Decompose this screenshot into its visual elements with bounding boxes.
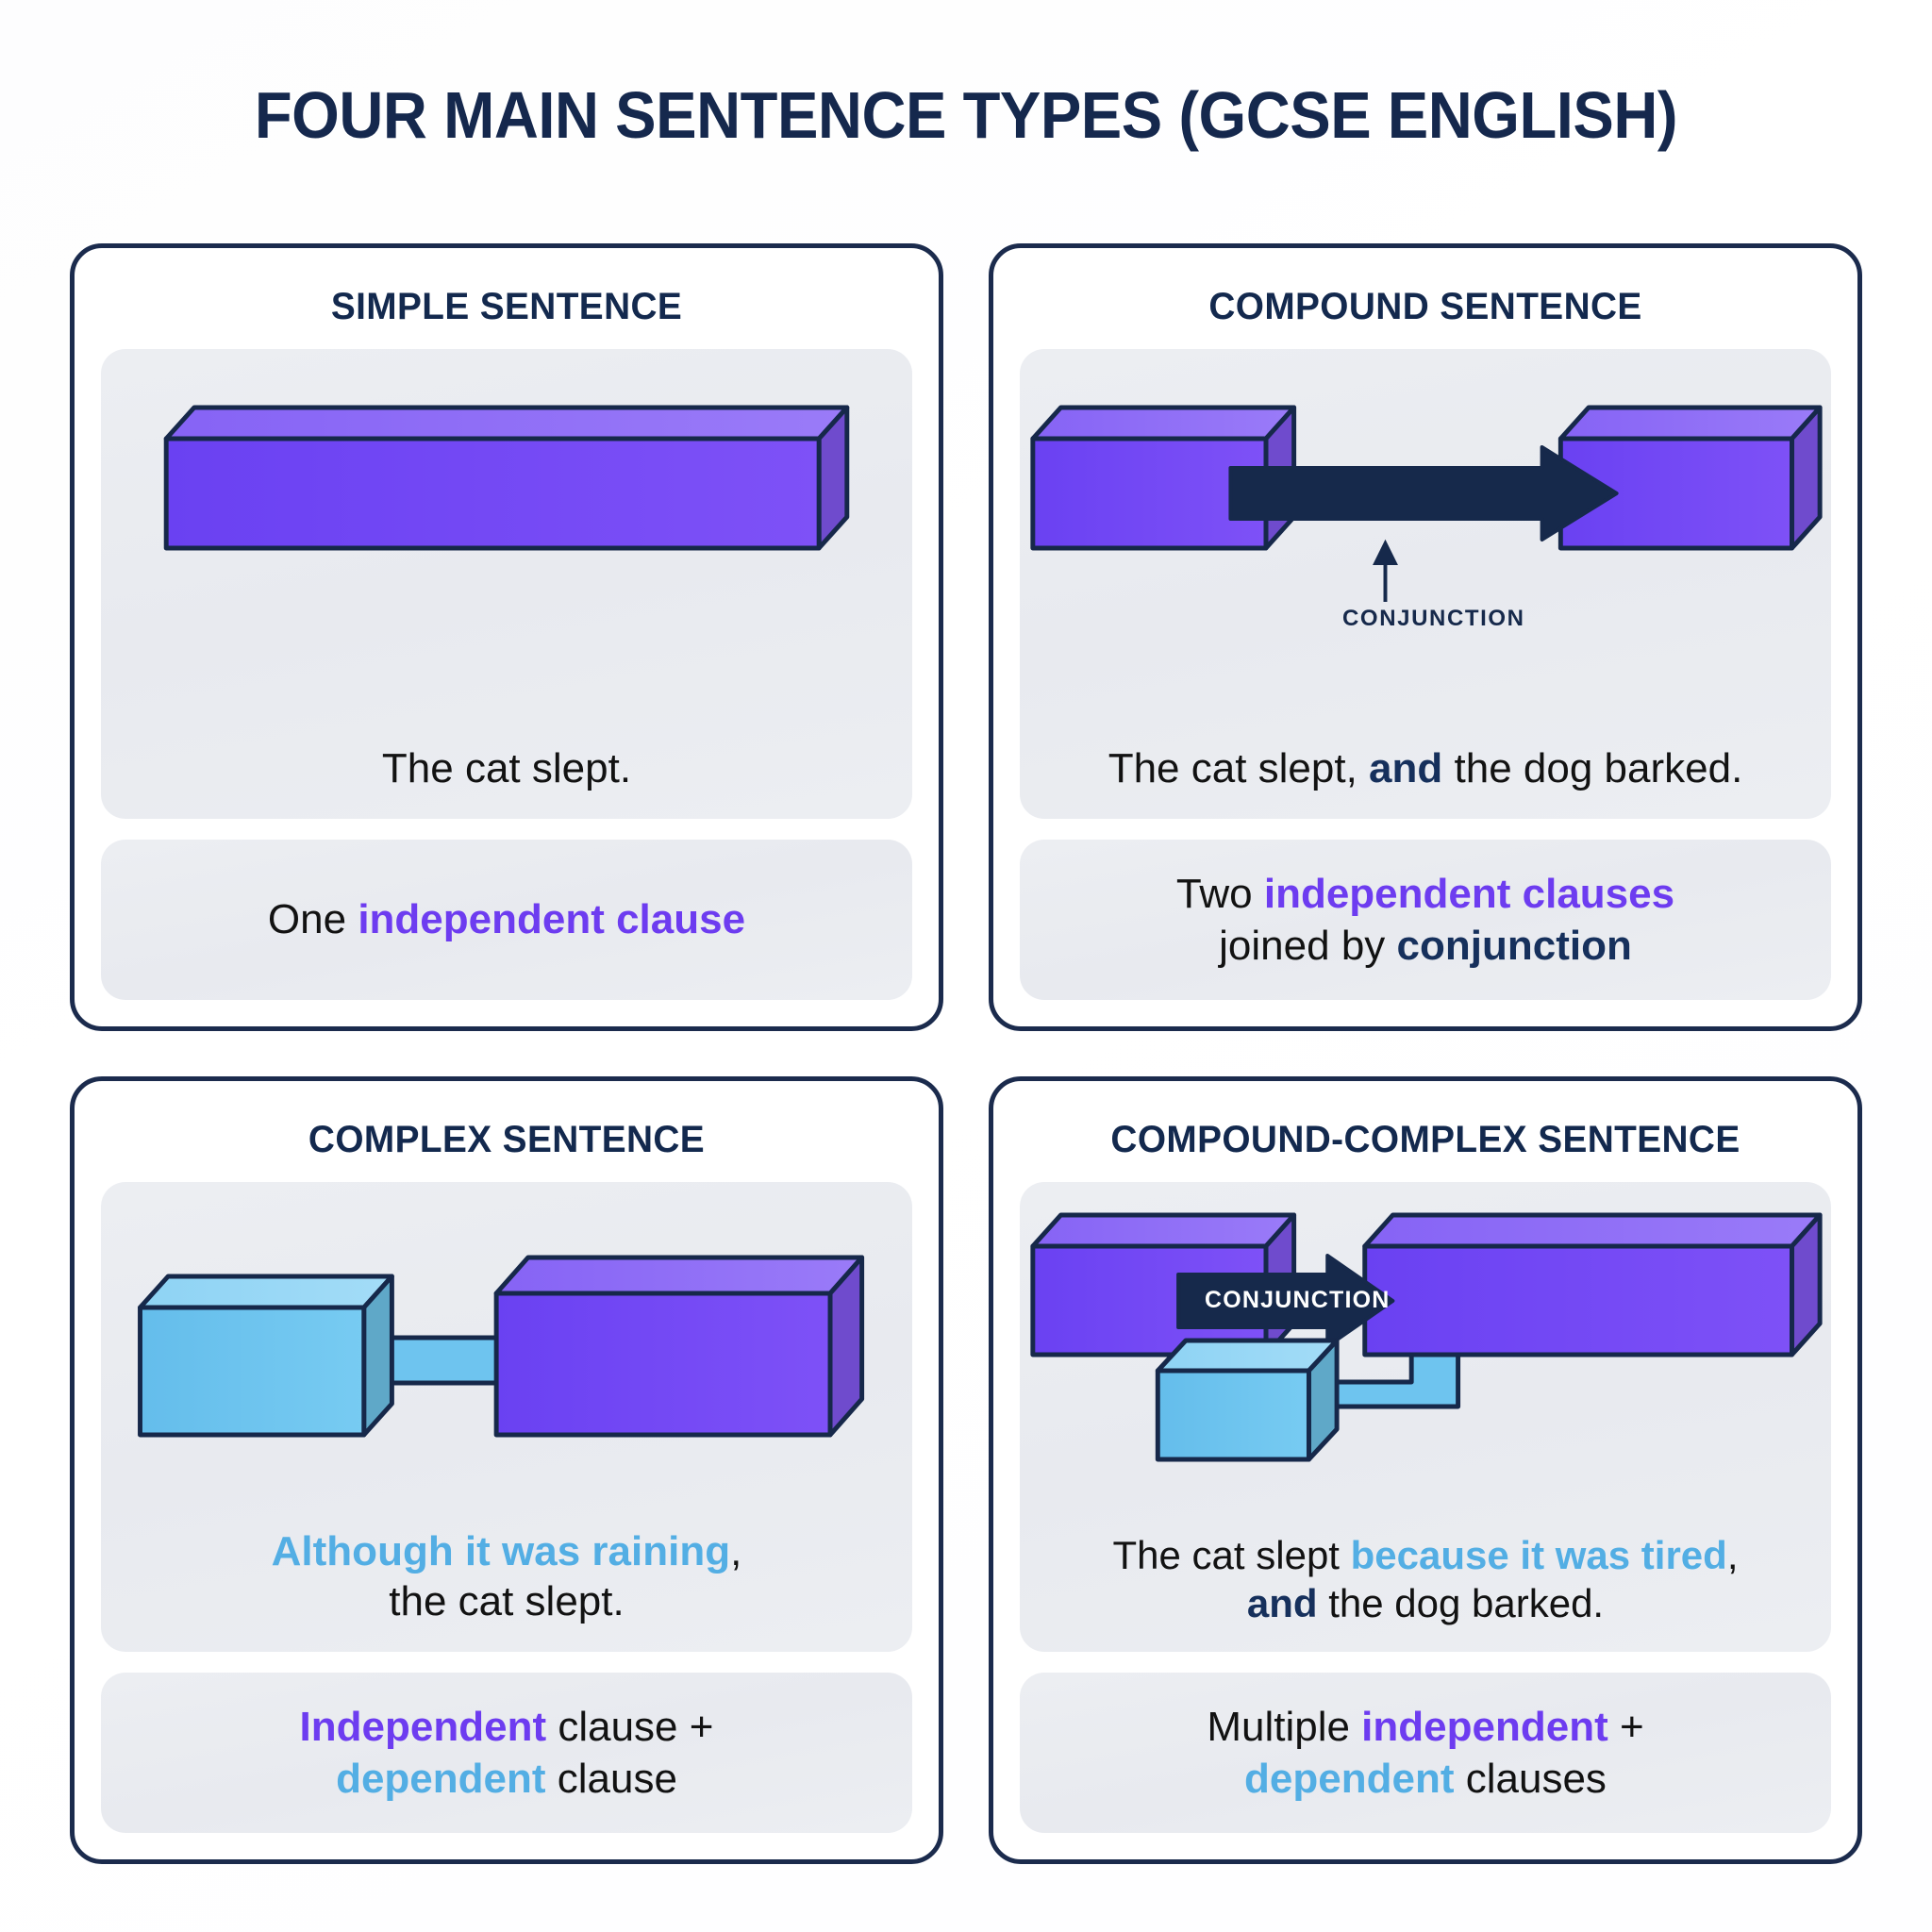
independent-clause-box bbox=[163, 436, 822, 551]
panel-title-compound: COMPOUND SENTENCE bbox=[1208, 286, 1642, 327]
desc-plain-1: clause + bbox=[546, 1703, 714, 1750]
diagram-simple-svg bbox=[163, 405, 850, 551]
example-comma: , bbox=[1726, 1532, 1739, 1577]
diagram-complex bbox=[101, 1182, 912, 1465]
desc-dependent-1: dependent bbox=[336, 1756, 546, 1802]
desc-independent-1: independent clauses bbox=[1263, 870, 1675, 917]
desc-plain-2: + bbox=[1607, 1703, 1644, 1750]
panel-title-simple: SIMPLE SENTENCE bbox=[330, 286, 683, 327]
example-text-plain-1: The cat slept, bbox=[1108, 745, 1370, 792]
panel-title-compound-complex: COMPOUND-COMPLEX SENTENCE bbox=[1110, 1119, 1740, 1160]
example-complex: Although it was raining, the cat slept. bbox=[101, 1526, 912, 1627]
example-dependent-clause: Although it was raining bbox=[271, 1527, 731, 1574]
desc-plain-1: Two bbox=[1175, 870, 1264, 917]
card-simple-main: The cat slept. bbox=[101, 349, 912, 819]
panel-simple-sentence: SIMPLE SENTENCE bbox=[70, 243, 943, 1031]
panel-compound-sentence: COMPOUND SENTENCE bbox=[989, 243, 1862, 1031]
box-top-face bbox=[163, 405, 850, 441]
example-text-plain-2: the dog barked. bbox=[1317, 1580, 1605, 1625]
independent-clause-box-1 bbox=[1030, 436, 1269, 551]
example-simple: The cat slept. bbox=[101, 743, 912, 794]
desc-plain-1: Multiple bbox=[1207, 1703, 1362, 1750]
conjunction-arrow-label: CONJUNCTION bbox=[1205, 1287, 1391, 1313]
description-compound: Two independent clauses joined by conjun… bbox=[1176, 868, 1674, 973]
example-conjunction: and bbox=[1369, 745, 1443, 792]
desc-dependent-1: dependent bbox=[1244, 1756, 1455, 1802]
panel-complex-sentence: COMPLEX SENTENCE bbox=[70, 1076, 943, 1864]
description-simple: One independent clause bbox=[268, 893, 745, 945]
conjunction-arrow bbox=[1176, 1254, 1395, 1348]
panel-title-complex: COMPLEX SENTENCE bbox=[308, 1119, 706, 1160]
card-complex-main: Although it was raining, the cat slept. bbox=[101, 1182, 912, 1652]
diagram-compound-complex-svg bbox=[1030, 1212, 1823, 1462]
conjunction-annotation-label: CONJUNCTION bbox=[1342, 606, 1525, 631]
independent-clause-box-2 bbox=[1362, 1243, 1794, 1357]
example-text-plain: the cat slept. bbox=[389, 1578, 625, 1625]
desc-independent-1: independent bbox=[1361, 1703, 1608, 1750]
card-compound-description: Two independent clauses joined by conjun… bbox=[1020, 840, 1831, 1000]
card-complex-description: Independent clause + dependent clause bbox=[101, 1673, 912, 1833]
diagram-compound-complex: CONJUNCTION bbox=[1020, 1182, 1831, 1493]
example-text-plain-2: the dog barked. bbox=[1442, 745, 1743, 792]
desc-conjunction-1: conjunction bbox=[1396, 923, 1632, 969]
example-conjunction: and bbox=[1246, 1580, 1318, 1625]
example-text-plain: The cat slept. bbox=[381, 745, 632, 792]
example-compound-complex: The cat slept because it was tired, and … bbox=[1020, 1531, 1831, 1627]
panel-grid: SIMPLE SENTENCE bbox=[70, 243, 1862, 1864]
card-simple-description: One independent clause bbox=[101, 840, 912, 1000]
box1-top-face bbox=[1030, 1212, 1297, 1249]
card-compound-complex-description: Multiple independent + dependent clauses bbox=[1020, 1673, 1831, 1833]
card-compound-main: CONJUNCTION The cat slept, and the dog b… bbox=[1020, 349, 1831, 819]
example-text-plain-1: The cat slept bbox=[1112, 1532, 1351, 1577]
card-compound-complex-main: CONJUNCTION The cat slept because it was… bbox=[1020, 1182, 1831, 1652]
desc-plain-3: clauses bbox=[1454, 1756, 1607, 1802]
example-dependent-clause: because it was tired bbox=[1350, 1532, 1727, 1577]
independent-clause-box bbox=[493, 1291, 833, 1438]
diagram-complex-svg bbox=[138, 1255, 865, 1438]
dependent-clause-box bbox=[138, 1305, 367, 1438]
example-compound: The cat slept, and the dog barked. bbox=[1020, 743, 1831, 794]
dependency-connector bbox=[378, 1335, 514, 1386]
ind-box-top-face bbox=[493, 1255, 865, 1296]
desc-independent-1: Independent bbox=[299, 1703, 547, 1750]
description-complex: Independent clause + dependent clause bbox=[300, 1701, 714, 1806]
box1-top-face bbox=[1030, 405, 1297, 441]
example-comma: , bbox=[730, 1527, 742, 1574]
desc-independent-1: independent clause bbox=[358, 896, 746, 943]
box2-top-face bbox=[1557, 405, 1823, 441]
dep-box-side-face bbox=[361, 1274, 394, 1438]
description-compound-complex: Multiple independent + dependent clauses bbox=[1207, 1701, 1643, 1806]
diagram-compound-svg bbox=[1030, 405, 1823, 602]
diagram-simple bbox=[101, 349, 912, 632]
panel-compound-complex-sentence: COMPOUND-COMPLEX SENTENCE bbox=[989, 1076, 1862, 1864]
dependent-clause-box bbox=[1155, 1368, 1311, 1462]
desc-plain-1: One bbox=[267, 896, 358, 943]
box2-top-face bbox=[1362, 1212, 1823, 1249]
diagram-compound: CONJUNCTION bbox=[1020, 349, 1831, 632]
conjunction-arrow bbox=[1228, 445, 1619, 541]
dep-box-top-face bbox=[138, 1274, 394, 1310]
conjunction-pointer-head-icon bbox=[1373, 539, 1398, 565]
desc-plain-2: clause bbox=[545, 1756, 677, 1802]
desc-plain-2: joined by bbox=[1219, 923, 1397, 969]
page-title: FOUR MAIN SENTENCE TYPES (GCSE ENGLISH) bbox=[254, 78, 1678, 152]
